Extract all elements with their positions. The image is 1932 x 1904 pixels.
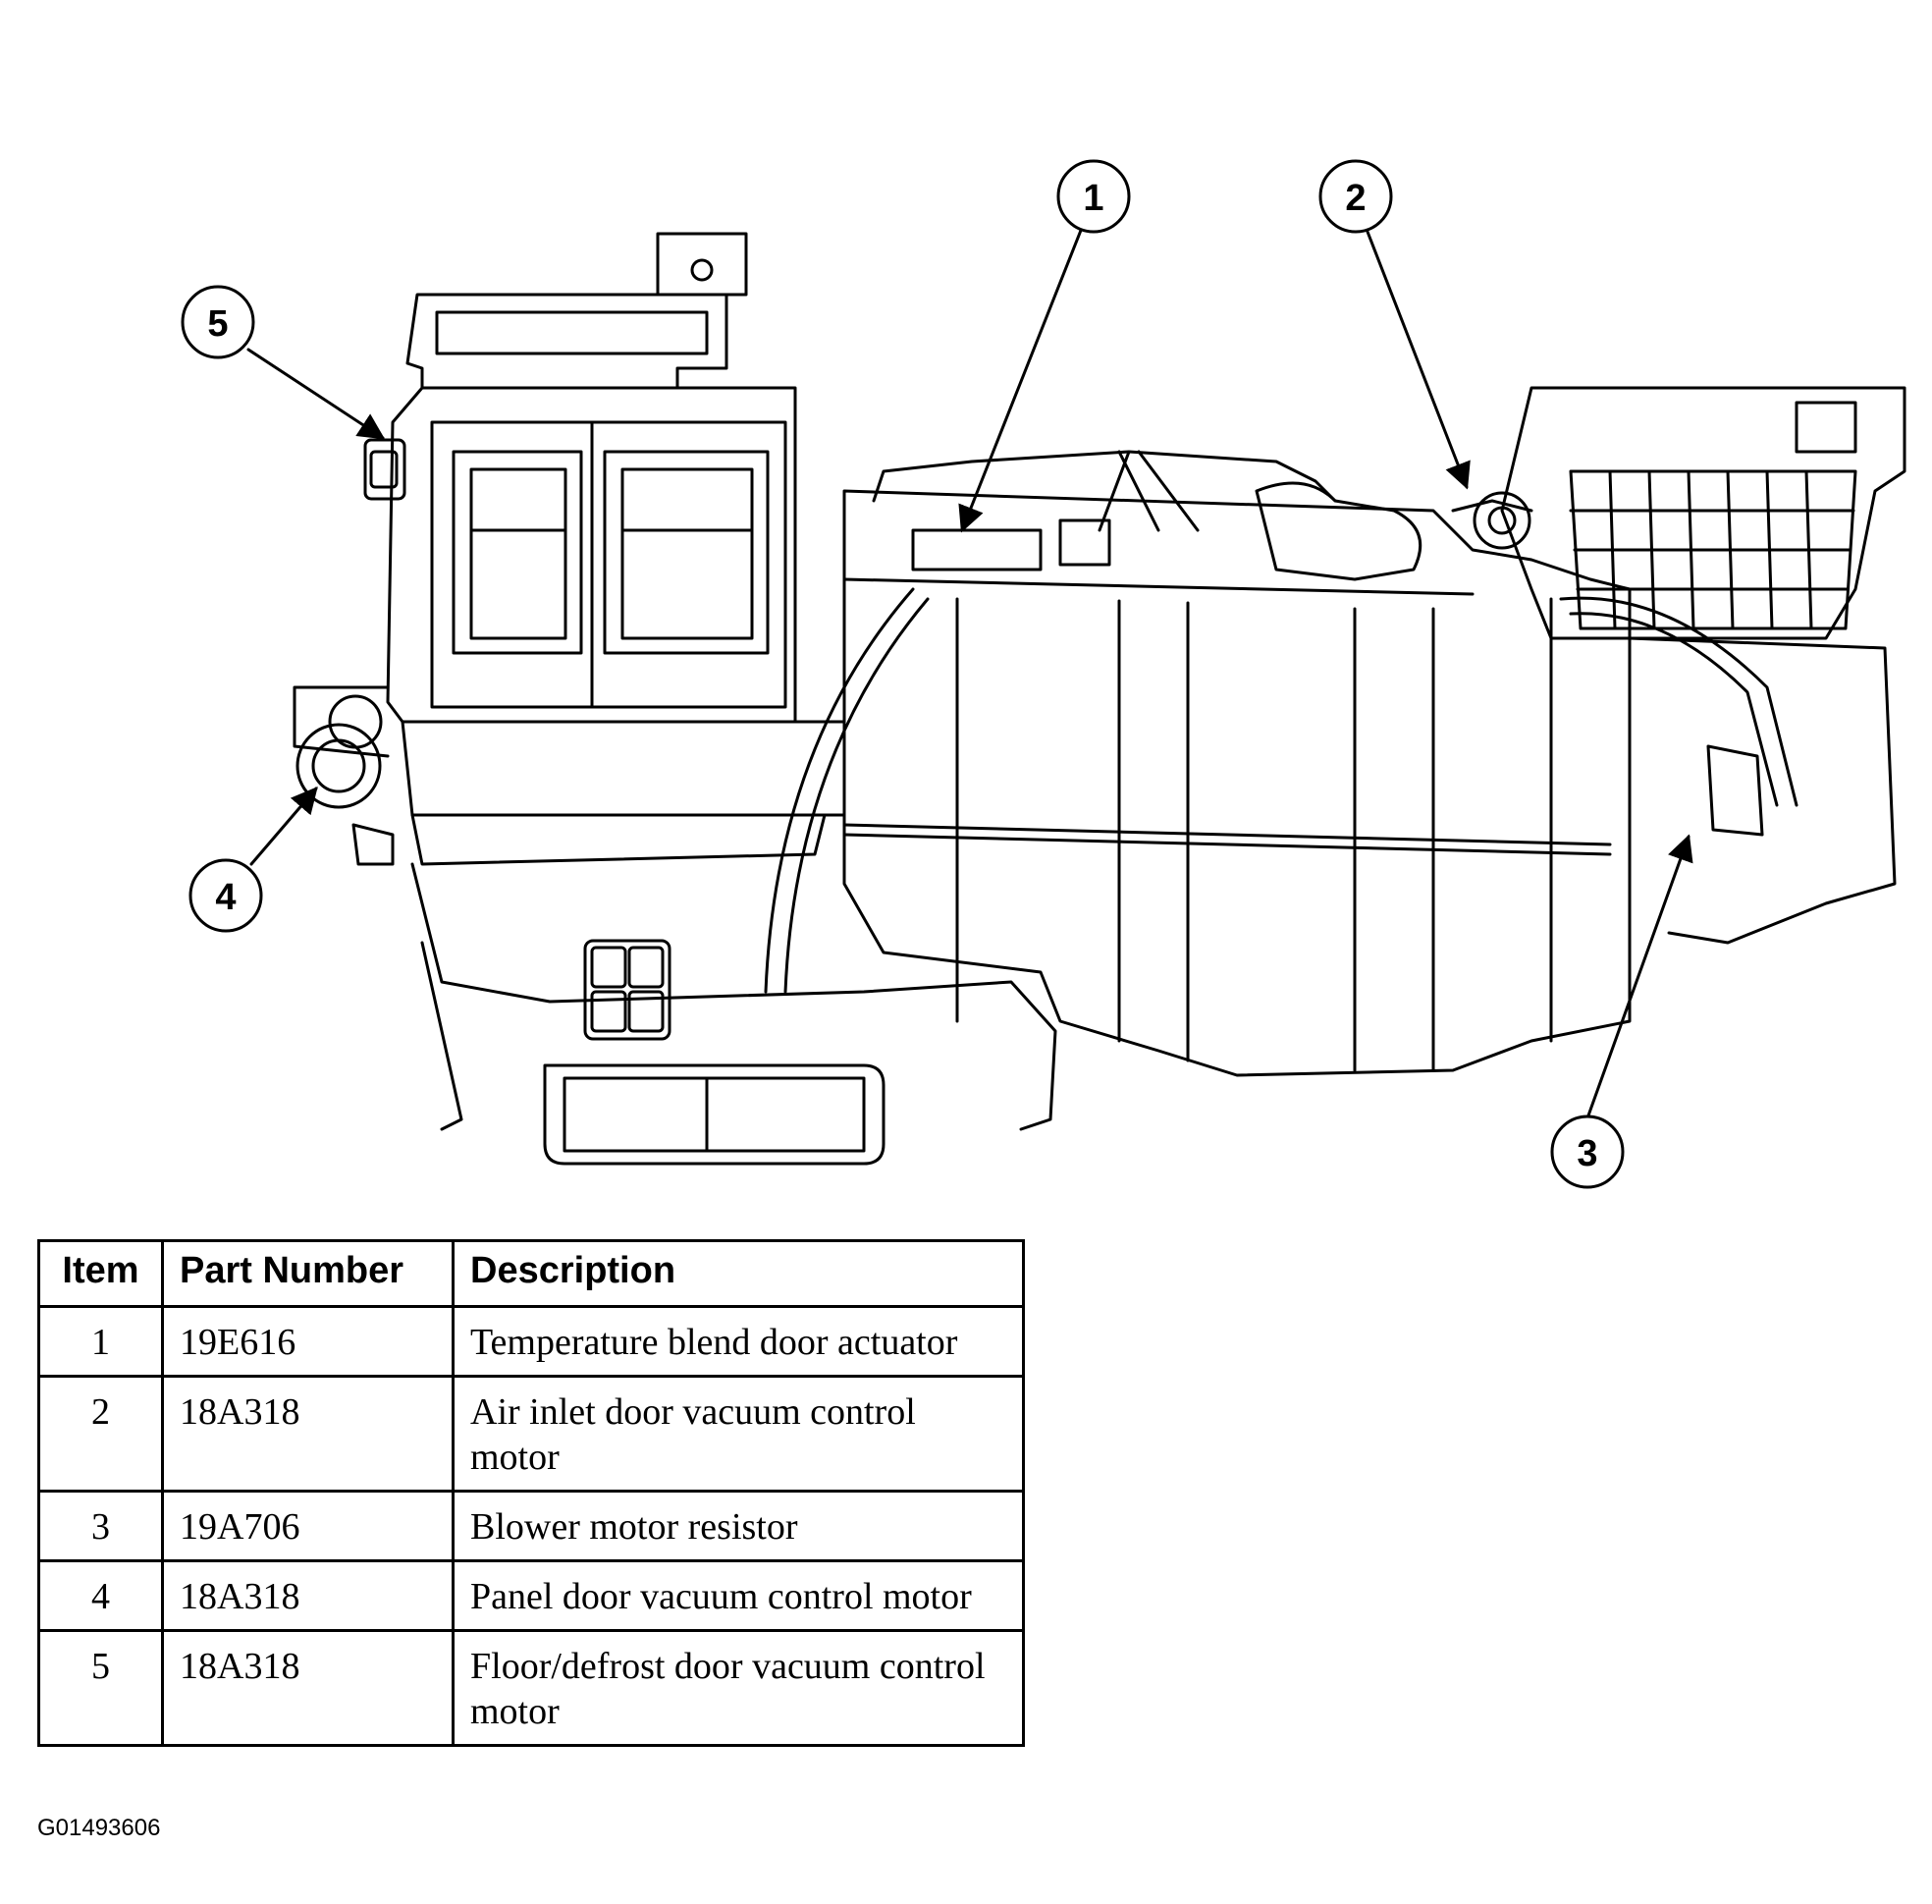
cell-part-number: 18A318 bbox=[161, 1375, 455, 1493]
cell-item: 1 bbox=[37, 1305, 164, 1378]
cell-part-number: 19E616 bbox=[161, 1305, 455, 1378]
callout-3: 3 bbox=[1550, 1115, 1625, 1189]
header-item: Item bbox=[37, 1239, 164, 1308]
parts-table: Item Part Number Description 1 19E616 Te… bbox=[37, 1239, 1025, 1747]
cell-description: Panel door vacuum control motor bbox=[452, 1559, 1025, 1632]
table-row: 3 19A706 Blower motor resistor bbox=[37, 1490, 1025, 1562]
leader-line-4 bbox=[249, 786, 318, 866]
cell-description: Temperature blend door actuator bbox=[452, 1305, 1025, 1378]
callout-4: 4 bbox=[188, 858, 263, 933]
table-row: 2 18A318 Air inlet door vacuum control m… bbox=[37, 1375, 1025, 1493]
table-row: 1 19E616 Temperature blend door actuator bbox=[37, 1305, 1025, 1378]
cell-part-number: 19A706 bbox=[161, 1490, 455, 1562]
cell-item: 2 bbox=[37, 1375, 164, 1493]
callout-5: 5 bbox=[181, 285, 255, 359]
cell-item: 4 bbox=[37, 1559, 164, 1632]
hvac-assembly-illustration: 1 2 3 4 5 bbox=[181, 159, 1906, 1189]
callout-1: 1 bbox=[1056, 159, 1131, 234]
cell-part-number: 18A318 bbox=[161, 1559, 455, 1632]
cell-description: Floor/defrost door vacuum control motor bbox=[452, 1629, 1025, 1747]
header-description: Description bbox=[452, 1239, 1025, 1308]
figure-id: G01493606 bbox=[37, 1815, 161, 1841]
table-row: 4 18A318 Panel door vacuum control motor bbox=[37, 1559, 1025, 1632]
leader-line-2 bbox=[1366, 230, 1471, 490]
callout-2-label: 2 bbox=[1345, 178, 1366, 219]
table-row: 5 18A318 Floor/defrost door vacuum contr… bbox=[37, 1629, 1025, 1747]
leader-line-1 bbox=[958, 226, 1084, 533]
callout-5-label: 5 bbox=[207, 303, 228, 345]
callout-3-label: 3 bbox=[1577, 1133, 1597, 1174]
cell-part-number: 18A318 bbox=[161, 1629, 455, 1747]
callout-1-label: 1 bbox=[1083, 178, 1103, 219]
cell-item: 5 bbox=[37, 1629, 164, 1747]
leader-line-3 bbox=[1586, 834, 1693, 1117]
cell-item: 3 bbox=[37, 1490, 164, 1562]
callout-2: 2 bbox=[1318, 159, 1393, 234]
callout-4-label: 4 bbox=[215, 877, 236, 918]
cell-description: Blower motor resistor bbox=[452, 1490, 1025, 1562]
hvac-housing bbox=[293, 232, 1906, 1166]
table-header-row: Item Part Number Description bbox=[37, 1239, 1025, 1308]
leader-lines bbox=[246, 226, 1693, 1117]
cell-description: Air inlet door vacuum control motor bbox=[452, 1375, 1025, 1493]
header-part-number: Part Number bbox=[161, 1239, 455, 1308]
leader-line-5 bbox=[246, 348, 386, 440]
